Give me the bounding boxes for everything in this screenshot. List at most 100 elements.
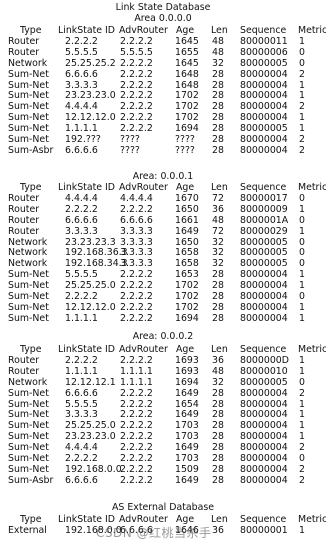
cell-len: 28 [212,68,224,80]
cell-age: ???? [175,144,195,156]
header-age: Age [176,182,195,193]
cell-metric: 0 [299,192,305,204]
cell-metric: 1 [299,35,305,47]
cell-adv-router: 3.3.3.3 [120,258,153,270]
cell-sequence: 80000017 [240,192,288,204]
cell-linkstate-id: 192.168.0.0 [65,525,122,536]
cell-metric: 0 [299,258,305,270]
cell-linkstate-id: 2.2.2.2 [65,35,98,47]
cell-adv-router: 2.2.2.2 [120,420,153,432]
cell-age: 1648 [175,79,199,91]
cell-linkstate-id: 5.5.5.5 [65,398,98,410]
cell-metric: 0 [299,236,305,248]
cell-sequence: 8000001A [240,214,289,226]
cell-age: 1703 [175,453,199,464]
cell-len: 48 [212,46,224,58]
cell-type: Sum-Net [8,68,49,80]
cell-sequence: 80000004 [240,453,288,464]
cell-adv-router: 2.2.2.2 [120,123,153,135]
header-len: Len [211,25,228,36]
cell-adv-router: 5.5.5.5 [120,46,153,58]
cell-age: 1702 [175,291,199,302]
cell-sequence: 80000004 [240,442,288,454]
cell-type: Sum-Net [8,90,49,102]
cell-sequence: 80000004 [240,474,288,486]
cell-linkstate-id: 4.4.4.4 [65,101,98,113]
cell-sequence: 80000004 [240,90,288,102]
cell-sequence: 80000001 [240,525,288,536]
cell-type: Sum-Net [8,123,49,135]
cell-sequence: 80000004 [240,291,288,302]
cell-age: 1653 [175,269,199,281]
cell-metric: 1 [299,225,305,237]
cell-metric: 2 [299,134,305,145]
cell-len: 28 [212,291,224,302]
cell-age: 1693 [175,365,199,377]
cell-age: 1670 [175,192,199,204]
cell-sequence: 80000005 [240,247,288,259]
cell-linkstate-id: 5.5.5.5 [65,269,98,281]
cell-type: Sum-Asbr [8,474,54,486]
cell-age: 1645 [175,57,199,69]
cell-sequence: 80000004 [240,79,288,91]
header-type: Type [20,25,42,36]
cell-metric: 2 [299,144,305,156]
cell-linkstate-id: 23.23.23.3 [65,236,116,248]
header-sequence: Sequence [240,182,287,193]
area-title: Area: 0.0.0.2 [132,331,194,342]
cell-metric: 2 [299,101,305,113]
cell-adv-router: 2.2.2.2 [120,409,153,421]
database-title: Link State Database [115,2,211,13]
cell-metric: 0 [299,376,305,388]
cell-len: 28 [212,123,224,135]
cell-linkstate-id: 23.23.23.0 [65,431,116,443]
cell-sequence: 80000004 [240,312,288,324]
cell-sequence: 80000009 [240,203,288,215]
cell-metric: 0 [299,46,305,58]
cell-type: Sum-Net [8,409,49,421]
cell-len: 28 [212,144,224,156]
cell-adv-router: 2.2.2.2 [120,291,153,302]
cell-sequence: 80000004 [240,409,288,421]
header-sequence: Sequence [240,25,287,36]
cell-len: 48 [212,365,224,377]
cell-type: Router [8,203,40,215]
cell-metric: 1 [299,398,305,410]
cell-linkstate-id: 3.3.3.3 [65,409,98,421]
cell-linkstate-id: 6.6.6.6 [65,387,98,399]
cell-metric: 1 [299,301,305,313]
cell-adv-router: 3.3.3.3 [120,236,153,248]
cell-len: 28 [212,442,224,454]
cell-linkstate-id: 192.168.0.0 [65,463,122,475]
cell-adv-router: 2.2.2.2 [120,35,153,47]
cell-adv-router: 2.2.2.2 [120,442,153,454]
header-adv-router: AdvRouter [119,344,168,355]
cell-len: 28 [212,387,224,399]
cell-metric: 1 [299,409,305,421]
cell-adv-router: 2.2.2.2 [120,312,153,324]
cell-len: 28 [212,301,224,313]
cell-linkstate-id: 25.25.25.2 [65,57,116,69]
cell-adv-router: 3.3.3.3 [120,247,153,259]
cell-type: Sum-Net [8,431,49,443]
cell-linkstate-id: 12.12.12.0 [65,112,116,124]
cell-type: Sum-Net [8,398,49,410]
cell-adv-router: 2.2.2.2 [120,101,153,113]
header-age: Age [176,344,195,355]
cell-age: 1649 [175,442,199,454]
cell-adv-router: 6.6.6.6 [120,214,153,226]
cell-adv-router: 2.2.2.2 [120,453,153,464]
